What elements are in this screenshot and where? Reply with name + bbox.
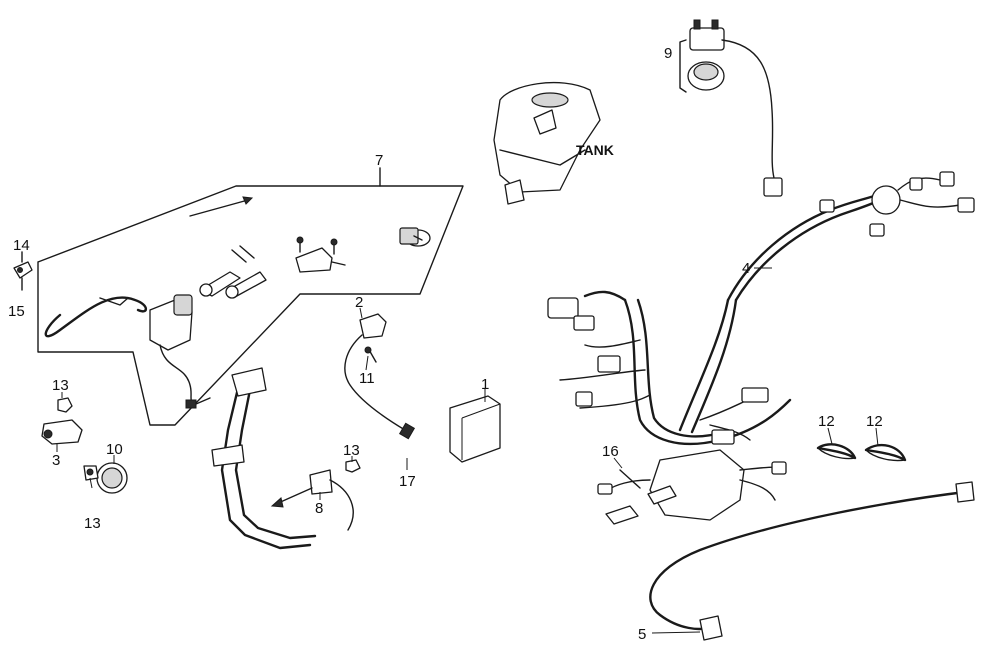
callout-4: 4 [742, 260, 750, 277]
callout-13a: 13 [52, 377, 69, 394]
choke-cable [44, 196, 254, 338]
wiring-harness-4 [547, 171, 975, 446]
starter-cable [344, 313, 416, 440]
callout-9: 9 [664, 45, 672, 62]
callout-11: 11 [359, 370, 375, 387]
callout-3: 3 [52, 452, 60, 469]
frame-bracket-8 [211, 367, 354, 550]
callout-15: 15 [8, 303, 25, 320]
callout-7: 7 [375, 152, 383, 169]
clip-14-15 [13, 251, 33, 291]
bands-12 [816, 443, 907, 462]
callout-12a: 12 [818, 413, 835, 430]
callout-8: 8 [315, 500, 323, 517]
callout-12b: 12 [866, 413, 883, 430]
part-7-group-frame [37, 167, 464, 426]
small-parts-left [41, 397, 361, 494]
leader-lines [56, 267, 879, 634]
callout-1: 1 [481, 376, 489, 393]
callout-10: 10 [106, 441, 123, 458]
sub-harness-16 [597, 449, 787, 525]
seat-latch [295, 236, 346, 273]
keys [199, 245, 267, 299]
fuel-tank [493, 81, 601, 205]
callout-17: 17 [399, 473, 416, 490]
ignition-switch [149, 294, 211, 409]
callout-5: 5 [638, 626, 646, 643]
battery-cable-5 [649, 481, 975, 641]
callout-13c: 13 [84, 515, 101, 532]
relay-9 [679, 19, 783, 197]
tank-label: TANK [576, 142, 614, 158]
cdi-unit [449, 395, 501, 463]
callout-2: 2 [355, 294, 363, 311]
callout-16: 16 [602, 443, 619, 460]
callout-13b: 13 [343, 442, 360, 459]
lock-cylinder [399, 227, 431, 247]
callout-14: 14 [13, 237, 30, 254]
